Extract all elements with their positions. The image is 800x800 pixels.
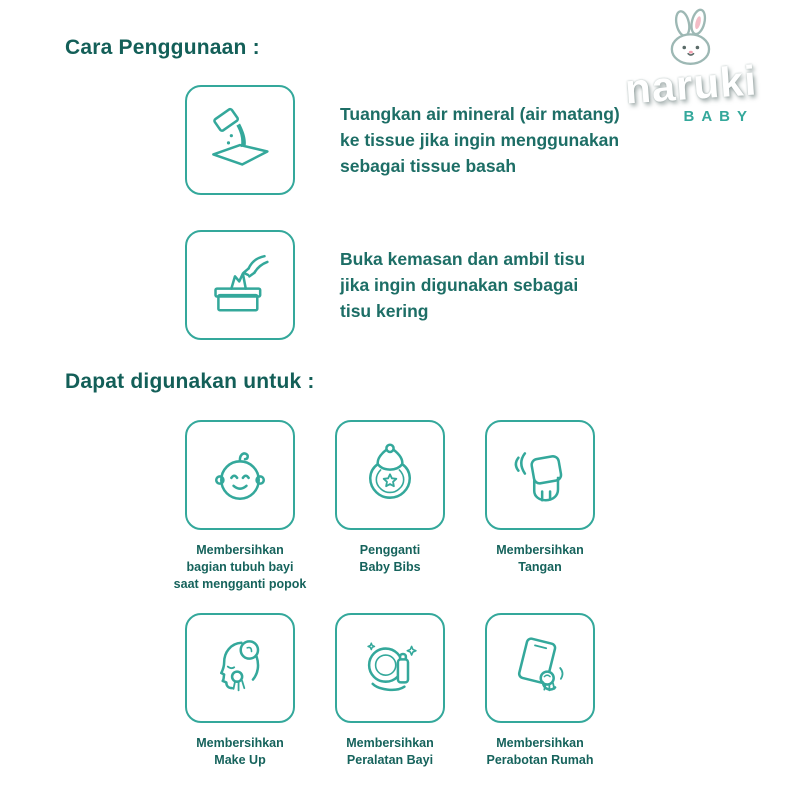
use-item-makeup: Membersihkan Make Up [185,612,295,769]
usage-step-wet-text: Tuangkan air mineral (air matang) ke tis… [340,103,620,177]
baby-bib-icon [335,420,445,530]
use-item-hands: Membersihkan Tangan [485,420,595,593]
use-item-baby-equipment: Membersihkan Peralatan Bayi [335,612,445,769]
use-item-baby-body: Membersihkan bagian tubuh bayi saat meng… [173,420,307,593]
use-item-label: Membersihkan Peralatan Bayi [346,735,434,767]
baby-face-icon [185,420,295,530]
hand-wipe-icon [485,420,595,530]
usage-section-title: Cara Penggunaan : [65,36,260,59]
use-item-label: Membersihkan Make Up [196,735,284,767]
brand-logo: naruki BABY [599,8,784,125]
use-item-label: Pengganti Baby Bibs [359,543,421,574]
uses-grid: Membersihkan bagian tubuh bayi saat meng… [165,420,615,768]
take-tissue-from-box-icon [185,230,295,340]
use-item-baby-bibs: Pengganti Baby Bibs [335,420,445,593]
use-item-label: Membersihkan bagian tubuh bayi saat meng… [173,543,307,591]
use-item-home-furniture: Membersihkan Perabotan Rumah [485,612,595,769]
usage-step-dry: Buka kemasan dan ambil tisu jika ingin d… [185,230,670,340]
pour-water-on-tissue-icon [185,85,295,195]
usage-step-dry-text: Buka kemasan dan ambil tisu jika ingin d… [340,248,586,322]
brand-subtitle: BABY [683,108,754,125]
use-item-label: Membersihkan Perabotan Rumah [486,735,594,767]
home-furniture-icon [485,612,595,723]
baby-equipment-icon [335,612,445,723]
uses-section-title: Dapat digunakan untuk : [65,370,315,393]
use-item-label: Membersihkan Tangan [496,543,584,574]
usage-step-wet: Tuangkan air mineral (air matang) ke tis… [185,85,670,195]
makeup-removal-icon [185,612,295,723]
bunny-icon [670,8,710,65]
